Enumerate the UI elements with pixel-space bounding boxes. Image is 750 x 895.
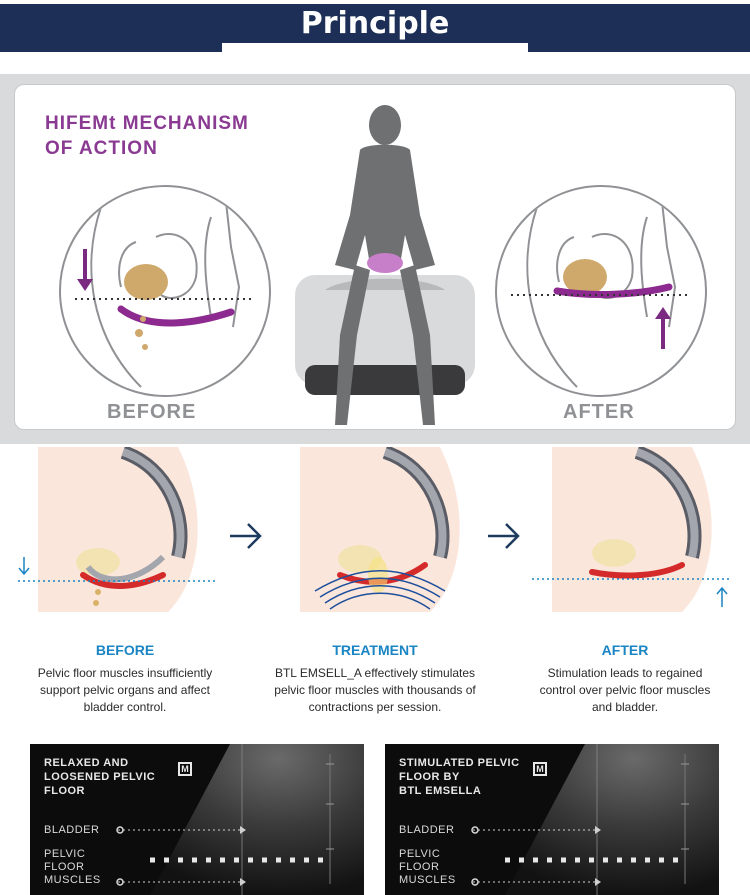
desc-line: contractions per session. xyxy=(308,700,442,714)
pelvic-floor-label: PELVIC FLOOR MUSCLES xyxy=(399,848,456,887)
mechanism-panel: HIFEMt MECHANISM OF ACTION BEFORE xyxy=(0,74,750,444)
title-box: Principle xyxy=(222,4,528,46)
ultrasound-stimulated-title: STIMULATED PELVIC FLOOR BY BTL EMSELLA xyxy=(399,756,549,798)
page-title: Principle xyxy=(300,6,450,41)
before-caption: BEFORE xyxy=(107,401,197,423)
seated-figure-illustration xyxy=(285,95,485,431)
header-band-left xyxy=(0,4,222,52)
before-step-illustration xyxy=(18,447,216,612)
after-anatomy-circle xyxy=(495,185,707,397)
desc-line: control over pelvic floor muscles xyxy=(539,683,711,697)
mechanism-title-line1: HIFEMt MECHANISM xyxy=(45,113,249,134)
label-line: FLOOR xyxy=(44,861,85,873)
desc-line: pelvic floor muscles with thousands of xyxy=(274,683,476,697)
label-line: PELVIC xyxy=(399,848,441,860)
after-step-illustration xyxy=(532,447,730,612)
after-anatomy-illustration xyxy=(511,201,687,388)
ultrasound-scan-image xyxy=(116,744,364,895)
pelvic-floor-muscle xyxy=(117,305,235,327)
bladder-label: BLADDER xyxy=(44,824,100,836)
desc-line: bladder control. xyxy=(83,700,167,714)
m-badge-icon: M xyxy=(178,762,192,776)
bladder-shape xyxy=(563,259,607,295)
desc-line: and bladder. xyxy=(591,700,659,714)
m-badge-icon: M xyxy=(533,762,547,776)
title-line: STIMULATED PELVIC xyxy=(399,757,520,769)
mechanism-card: HIFEMt MECHANISM OF ACTION BEFORE xyxy=(14,84,736,430)
step-treatment-label: TREATMENT xyxy=(332,642,418,658)
pelvic-floor-label: PELVIC FLOOR MUSCLES xyxy=(44,848,101,887)
step-after-label: AFTER xyxy=(601,642,649,658)
title-line: RELAXED AND xyxy=(44,757,129,769)
step-after-desc: Stimulation leads to regained control ov… xyxy=(500,665,750,716)
step-before-label: BEFORE xyxy=(95,642,155,658)
step-before-desc: Pelvic floor muscles insufficiently supp… xyxy=(0,665,250,716)
ultrasound-relaxed-panel: RELAXED AND LOOSENED PELVIC FLOOR M BLAD… xyxy=(30,744,364,895)
label-line: PELVIC xyxy=(44,848,86,860)
mechanism-title: HIFEMt MECHANISM OF ACTION xyxy=(45,111,305,161)
restored-muscle xyxy=(589,562,685,579)
down-arrow-icon xyxy=(77,279,93,291)
desc-line: Pelvic floor muscles insufficiently xyxy=(37,666,213,680)
after-caption: AFTER xyxy=(563,401,635,423)
label-line: FLOOR xyxy=(399,861,440,873)
weak-muscle xyxy=(80,572,166,589)
header-band-right xyxy=(528,4,750,52)
up-arrow-icon xyxy=(716,586,728,607)
header-banner: Principle xyxy=(0,0,750,60)
up-arrow-icon xyxy=(655,307,671,319)
arrow-right-icon xyxy=(488,523,520,549)
title-line: FLOOR xyxy=(44,785,85,797)
label-line: MUSCLES xyxy=(44,874,101,886)
label-line: MUSCLES xyxy=(399,874,456,886)
desc-line: support pelvic organs and affect xyxy=(40,683,210,697)
step-treatment-desc: BTL EMSELL_A effectively stimulates pelv… xyxy=(250,665,500,716)
arrow-right-icon xyxy=(230,523,262,549)
treatment-step-illustration xyxy=(300,447,460,612)
bladder-shape xyxy=(124,264,168,300)
desc-line: BTL EMSELL_A effectively stimulates xyxy=(274,666,476,680)
before-anatomy-illustration xyxy=(75,201,251,388)
ultrasound-stimulated-panel: STIMULATED PELVIC FLOOR BY BTL EMSELLA M… xyxy=(385,744,719,895)
title-line: LOOSENED PELVIC xyxy=(44,771,156,783)
desc-line: Stimulation leads to regained xyxy=(547,666,703,680)
stimulation-area xyxy=(367,253,403,273)
bladder-label: BLADDER xyxy=(399,824,455,836)
down-arrow-icon xyxy=(18,557,30,576)
title-line: BTL EMSELLA xyxy=(399,785,482,797)
title-line: FLOOR BY xyxy=(399,771,460,783)
ultrasound-relaxed-title: RELAXED AND LOOSENED PELVIC FLOOR xyxy=(44,756,194,798)
before-anatomy-circle xyxy=(59,185,271,397)
ultrasound-scan-image xyxy=(471,744,719,895)
mechanism-title-line2: OF ACTION xyxy=(45,138,158,159)
